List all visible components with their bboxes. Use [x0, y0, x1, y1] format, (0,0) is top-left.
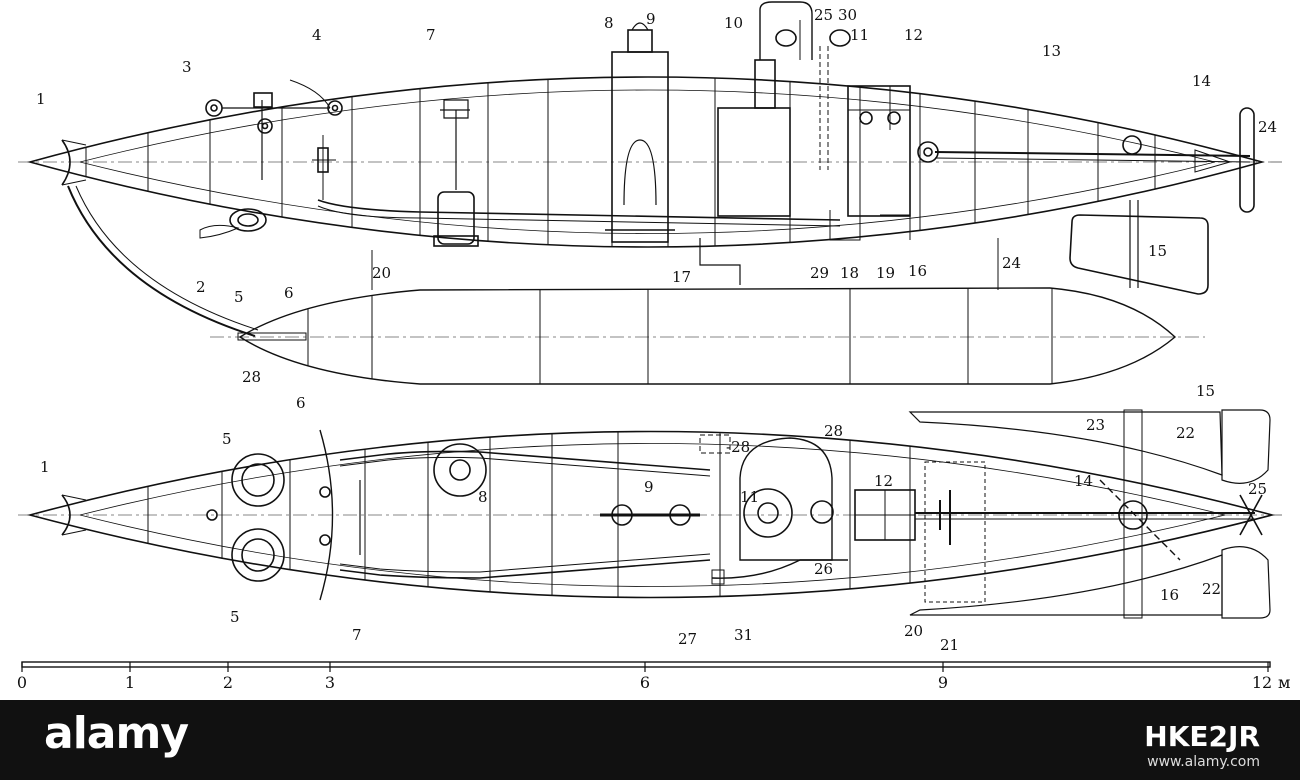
top-tank-23	[908, 411, 1223, 476]
callout-label: 25	[814, 6, 833, 24]
top-pump-8	[433, 443, 487, 497]
callout-label: 15	[1148, 242, 1167, 260]
callout-label: 1	[40, 458, 50, 476]
callout-label: 5	[230, 608, 240, 626]
scale-tick: 2	[223, 673, 233, 692]
callout-label: 12	[904, 26, 923, 44]
callout-label: 12	[874, 472, 893, 490]
top-rudder-22-lower	[1221, 546, 1271, 619]
callout-label: 17	[672, 268, 691, 286]
top-propeller-25	[1239, 494, 1263, 536]
top-pipe-7-lower	[339, 559, 711, 579]
callout-label: 3	[182, 58, 192, 76]
top-valve-5-lower	[231, 528, 285, 582]
scale-tick: 9	[938, 673, 948, 692]
callout-label: 15	[1196, 382, 1215, 400]
callout-label: 18	[840, 264, 859, 282]
top-valve-5-upper	[231, 453, 285, 507]
callout-label: 28	[824, 422, 843, 440]
side-callouts: 1 2 3 4 5 6 7 8 9 10 11 12 13 14 15 16 1…	[36, 6, 1277, 386]
callout-label: 28	[242, 368, 261, 386]
top-rudder-22-upper	[1221, 409, 1271, 484]
callout-label: 8	[604, 14, 614, 32]
side-bow-cap	[61, 139, 71, 186]
callout-label: 24	[1258, 118, 1277, 136]
callout-label: 22	[1176, 424, 1195, 442]
callout-label: 6	[284, 284, 294, 302]
side-view	[18, 1, 1285, 337]
top-callouts: 1 5 5 6 7 8 9 11 12 14 15 16 20 21 22 22…	[40, 382, 1267, 654]
side-shaft-14	[934, 151, 1251, 157]
callout-label: 5	[222, 430, 232, 448]
callout-label: 2	[196, 278, 206, 296]
callout-label: 20	[372, 264, 391, 282]
top-pipe-7-upper	[339, 450, 711, 471]
callout-label: 1	[36, 90, 46, 108]
scale-bar: 0 1 2 3 6 9 12 м	[17, 661, 1290, 692]
side-float-17	[210, 238, 1205, 385]
callout-label: 16	[1160, 586, 1179, 604]
side-valve-5	[229, 208, 267, 232]
side-boiler-11	[717, 107, 791, 217]
top-view	[18, 409, 1285, 619]
callout-label: 6	[296, 394, 306, 412]
callout-label: 9	[644, 478, 654, 496]
side-engine-12	[847, 85, 911, 217]
side-tow-cable	[67, 185, 256, 337]
callout-label: 13	[1042, 42, 1061, 60]
callout-label: 19	[876, 264, 895, 282]
callout-label: 8	[478, 488, 488, 506]
scale-unit: м	[1278, 673, 1290, 692]
callout-label: 10	[724, 14, 743, 32]
side-pipe-7	[317, 199, 841, 221]
callout-label: 31	[734, 626, 753, 644]
callout-label: 24	[1002, 254, 1021, 272]
callout-label: 4	[312, 26, 322, 44]
callout-label: 16	[908, 262, 927, 280]
callout-label: 27	[678, 630, 697, 648]
callout-label: 21	[940, 636, 959, 654]
submarine-drawing: 1 2 3 4 5 6 7 8 9 10 11 12 13 14 15 16 1…	[17, 1, 1290, 692]
callout-label: 7	[352, 626, 362, 644]
side-conning-tower	[611, 51, 669, 243]
callout-label: 29	[810, 264, 829, 282]
callout-label: 26	[814, 560, 833, 578]
callout-label: 22	[1202, 580, 1221, 598]
side-frames	[85, 77, 1156, 247]
callout-label: 25	[1248, 480, 1267, 498]
callout-label: 7	[426, 26, 436, 44]
scale-tick: 6	[640, 673, 650, 692]
callout-label: 20	[904, 622, 923, 640]
site-url: www.alamy.com	[1147, 754, 1260, 770]
callout-label: 11	[850, 26, 869, 44]
callout-label: 14	[1074, 472, 1093, 490]
side-rudder-16	[1069, 214, 1209, 295]
scale-tick: 0	[17, 673, 27, 692]
callout-label: 14	[1192, 72, 1211, 90]
callout-label: -28	[726, 438, 750, 456]
top-boiler-11	[739, 437, 833, 561]
callout-label: 11	[740, 488, 759, 506]
side-propeller-25	[1239, 107, 1255, 213]
side-pump-8	[437, 191, 475, 245]
scale-tick: 12	[1252, 673, 1272, 692]
top-tank-23-lower	[909, 554, 1223, 616]
scale-tick: 1	[125, 673, 135, 692]
watermark-bar: alamy HKE2JR www.alamy.com	[0, 700, 1300, 780]
callout-label: 9	[646, 10, 656, 28]
callout-label: 23	[1086, 416, 1105, 434]
brand-logo: alamy	[44, 708, 189, 759]
stock-id: HKE2JR	[1144, 720, 1260, 753]
callout-label: 5	[234, 288, 244, 306]
callout-label: 30	[838, 6, 857, 24]
scale-tick: 3	[325, 673, 335, 692]
